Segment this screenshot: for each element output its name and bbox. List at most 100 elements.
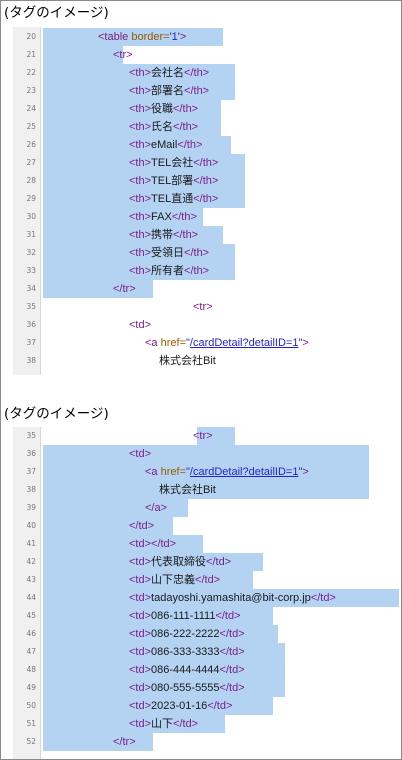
code-token: <td> [129, 556, 152, 568]
code-line[interactable]: 22<th>会社名</th> [13, 64, 399, 82]
code-line[interactable]: 52</tr> [13, 733, 399, 751]
code-line[interactable]: 51<td>山下</td> [13, 715, 399, 733]
code-text: </a> [145, 499, 167, 517]
code-line[interactable]: 29<th>TEL直通</th> [13, 190, 399, 208]
code-line[interactable]: 36<td> [13, 316, 399, 334]
selection-highlight [43, 679, 285, 697]
code-line[interactable]: 21<tr> [13, 46, 399, 64]
selection-highlight [43, 535, 203, 553]
line-number: 32 [26, 248, 36, 257]
code-line[interactable]: 32<th>受領日</th> [13, 244, 399, 262]
href-link[interactable]: /cardDetail?detailID=1 [189, 337, 299, 349]
code-text: <td> [129, 316, 151, 334]
code-token: </th> [193, 193, 219, 205]
code-token: </th> [173, 121, 199, 133]
code-line[interactable]: 27<th>TEL会社</th> [13, 154, 399, 172]
code-line[interactable]: 30<th>FAX</th> [13, 208, 399, 226]
code-token: TEL部署 [151, 175, 194, 187]
code-token: 株式会社Bit [159, 355, 216, 367]
selection-highlight [197, 427, 235, 445]
code-token: 代表取締役 [151, 556, 207, 568]
code-line[interactable]: 34</tr> [13, 280, 399, 298]
line-number: 20 [26, 32, 36, 41]
code-line[interactable]: 23<th>部署名</th> [13, 82, 399, 100]
code-token: </th> [184, 85, 210, 97]
code-token: 080-555-5555 [151, 682, 220, 694]
code-token: 山下 [151, 718, 174, 730]
code-token: <th> [129, 103, 152, 115]
code-token: </td> [173, 718, 199, 730]
code-token: </th> [184, 67, 210, 79]
selection-highlight [43, 136, 231, 154]
code-token: 山下忠義 [151, 574, 196, 586]
code-line[interactable]: 36 <td> [13, 445, 399, 463]
code-text: <th>所有者</th> [129, 262, 209, 280]
code-token: <table [98, 31, 132, 43]
code-line[interactable]: 33<th>所有者</th> [13, 262, 399, 280]
code-line[interactable]: 31<th>携帯</th> [13, 226, 399, 244]
code-token: <a [145, 337, 161, 349]
line-number: 26 [26, 140, 36, 149]
line-number: 30 [26, 212, 36, 221]
code-line[interactable]: 37<a href="/cardDetail?detailID=1"> [13, 463, 399, 481]
code-line[interactable]: 49 <td>080-555-5555</td> [13, 679, 399, 697]
selection-highlight [43, 100, 221, 118]
code-text: <th>氏名</th> [129, 118, 198, 136]
code-token: <td> [129, 682, 152, 694]
code-token: > [302, 337, 309, 349]
code-line[interactable]: 44<td>tadayoshi.yamashita@bit-corp.jp</t… [13, 589, 399, 607]
code-line[interactable]: 41<td></td> [13, 535, 399, 553]
selection-highlight [43, 733, 153, 751]
code-line[interactable]: 47<td>086-333-3333</td> [13, 643, 399, 661]
code-line[interactable]: 26<th>eMail</th> [13, 136, 399, 154]
code-token: <a [145, 466, 161, 478]
code-token: </th> [184, 247, 210, 259]
code-token: > [302, 466, 309, 478]
code-line[interactable]: 28<th>TEL部署</th> [13, 172, 399, 190]
href-link[interactable]: /cardDetail?detailID=1 [189, 466, 299, 478]
code-token: <td> [129, 319, 152, 331]
code-line[interactable]: 24<th>役職</th> [13, 100, 399, 118]
selection-highlight [43, 607, 273, 625]
code-line[interactable]: 37<a href="/cardDetail?detailID=1"> [13, 334, 399, 352]
code-text: <td>tadayoshi.yamashita@bit-corp.jp</td> [129, 589, 336, 607]
code-token: <th> [129, 139, 152, 151]
code-text: <td>代表取締役</td> [129, 553, 231, 571]
code-token: " [298, 466, 303, 478]
code-token: </th> [173, 103, 199, 115]
code-line[interactable]: 46<td>086-222-2222</td> [13, 625, 399, 643]
code-line[interactable]: 40</td> [13, 517, 399, 535]
code-line[interactable]: 35<tr> [13, 427, 399, 445]
code-line[interactable]: 50<td>2023-01-16</td> [13, 697, 399, 715]
code-line[interactable]: 39 </a> [13, 499, 399, 517]
code-text: <td>山下忠義</td> [129, 571, 220, 589]
code-token: <td> [129, 700, 152, 712]
line-number: 22 [26, 68, 36, 77]
selection-highlight [43, 118, 221, 136]
code-line[interactable]: 43<td>山下忠義</td> [13, 571, 399, 589]
code-line[interactable]: 20<table border='1'> [13, 28, 399, 46]
code-editor-panel[interactable]: 20<table border='1'>21<tr>22<th>会社名</th>… [13, 27, 399, 375]
code-token: border= [131, 31, 170, 43]
code-editor-panel[interactable]: 35<tr> 36 <td> 37<a href="/cardDetail?detai… [13, 427, 399, 759]
code-line[interactable]: 35<tr> [13, 298, 399, 316]
code-line[interactable]: 25<th>氏名</th> [13, 118, 399, 136]
code-token: </td> [207, 700, 233, 712]
code-token: </td> [219, 682, 245, 694]
selection-highlight [43, 553, 263, 571]
code-line[interactable]: 42<td>代表取締役</td> [13, 553, 399, 571]
code-token: <td></td> [129, 538, 177, 550]
code-token: href= [160, 337, 186, 349]
line-number: 36 [26, 449, 36, 458]
code-text: </tr> [113, 733, 136, 751]
line-number: 48 [26, 665, 36, 674]
code-line[interactable]: 48<td>086-444-4444</td> [13, 661, 399, 679]
code-line[interactable]: 45<td>086-111-1111</td> [13, 607, 399, 625]
code-token: <td> [129, 448, 152, 460]
line-number: 49 [26, 683, 36, 692]
code-text: <th>役職</th> [129, 100, 198, 118]
code-token: <td> [129, 664, 152, 676]
line-number: 39 [26, 503, 36, 512]
